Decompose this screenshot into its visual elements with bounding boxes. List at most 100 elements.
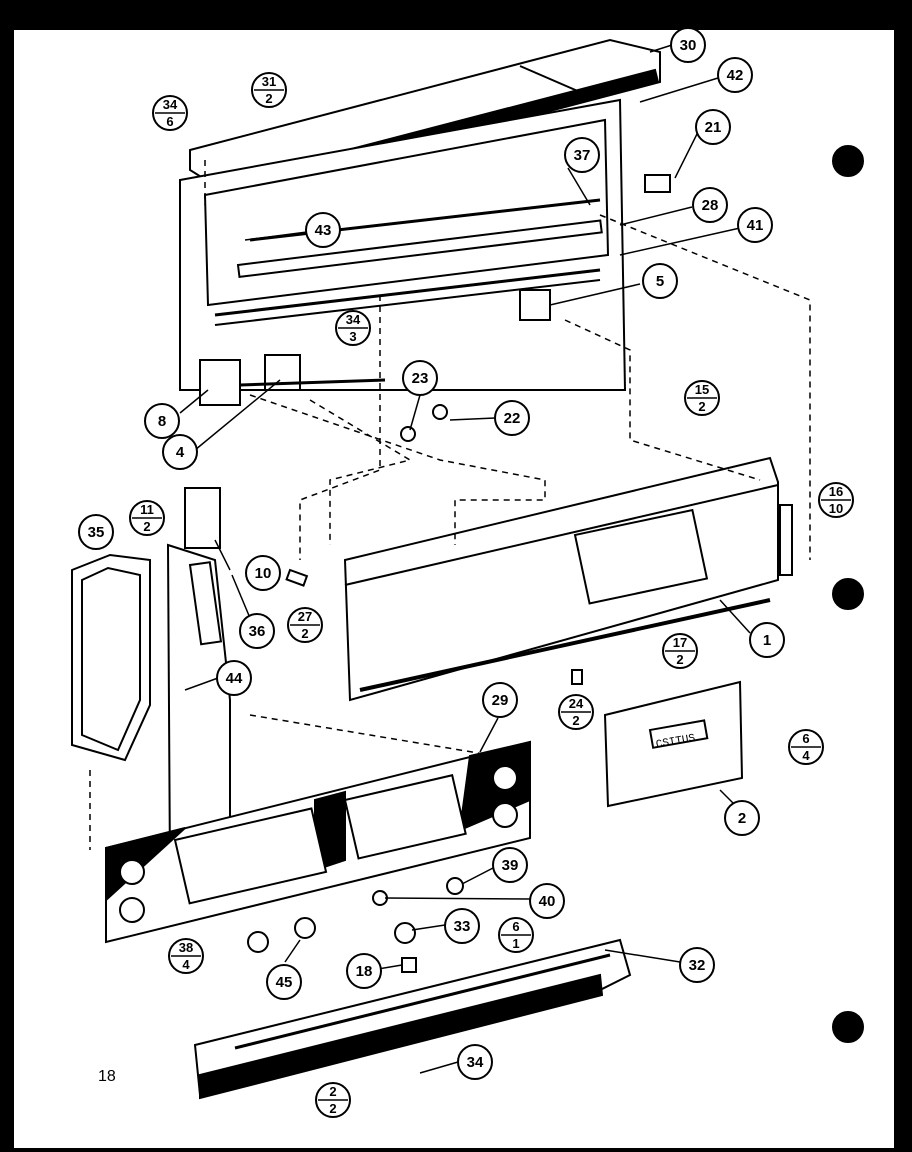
callout-18: 18: [346, 953, 382, 989]
svg-text:29: 29: [492, 692, 509, 709]
svg-text:32: 32: [689, 957, 706, 974]
svg-text:35: 35: [88, 524, 105, 541]
svg-text:5: 5: [656, 273, 664, 290]
svg-text:37: 37: [574, 147, 591, 164]
callout-29: 29: [482, 682, 518, 718]
front-decor-panel: [105, 740, 531, 944]
callout-17-2: 172: [662, 633, 698, 669]
callout-24-2: 242: [558, 694, 594, 730]
svg-text:8: 8: [158, 413, 166, 430]
knob-33: [394, 922, 416, 944]
callout-15-2: 152: [684, 380, 720, 416]
svg-text:2: 2: [572, 713, 579, 728]
callout-22: 22: [494, 400, 530, 436]
side-bracket: [166, 487, 231, 892]
svg-text:31: 31: [262, 74, 276, 89]
svg-text:27: 27: [298, 609, 312, 624]
svg-text:4: 4: [802, 748, 810, 763]
svg-text:2: 2: [698, 399, 705, 414]
callout-10: 10: [245, 555, 281, 591]
svg-text:21: 21: [705, 119, 722, 136]
svg-text:10: 10: [255, 565, 272, 582]
callout-35: 35: [78, 514, 114, 550]
svg-text:1: 1: [763, 632, 771, 649]
svg-text:41: 41: [747, 217, 764, 234]
callout-2-2: 22: [315, 1082, 351, 1118]
callout-41: 41: [737, 207, 773, 243]
callout-1: 1: [749, 622, 785, 658]
callout-33: 33: [444, 908, 480, 944]
svg-text:2: 2: [329, 1101, 336, 1116]
binder-hole-middle: [832, 578, 864, 610]
svg-text:44: 44: [226, 670, 243, 687]
svg-text:38: 38: [179, 940, 193, 955]
callout-28: 28: [692, 187, 728, 223]
svg-text:6: 6: [512, 919, 519, 934]
callout-43: 43: [305, 212, 341, 248]
svg-text:2: 2: [676, 652, 683, 667]
clock-module: [603, 680, 744, 808]
end-cap: [71, 553, 151, 762]
part-18: [401, 957, 417, 973]
callout-39: 39: [492, 847, 528, 883]
callout-6-1: 61: [498, 917, 534, 953]
svg-text:11: 11: [140, 502, 154, 517]
callout-21: 21: [695, 109, 731, 145]
callout-5: 5: [642, 263, 678, 299]
svg-text:30: 30: [680, 37, 697, 54]
part-22: [432, 404, 448, 420]
svg-text:16: 16: [829, 484, 843, 499]
svg-text:43: 43: [315, 222, 332, 239]
svg-text:17: 17: [673, 635, 687, 650]
svg-text:34: 34: [163, 97, 178, 112]
svg-text:22: 22: [504, 410, 521, 427]
callout-37: 37: [564, 137, 600, 173]
svg-text:2: 2: [738, 810, 746, 827]
knob-39: [446, 877, 464, 895]
callout-23: 23: [402, 360, 438, 396]
svg-text:6: 6: [802, 731, 809, 746]
knob-38: [247, 931, 269, 953]
svg-text:2: 2: [143, 519, 150, 534]
svg-text:28: 28: [702, 197, 719, 214]
svg-text:36: 36: [249, 623, 266, 640]
callout-31-2: 312: [251, 72, 287, 108]
part-23: [400, 426, 416, 442]
callout-34-6: 346: [152, 95, 188, 131]
control-housing: [343, 456, 793, 702]
svg-text:10: 10: [829, 501, 843, 516]
svg-text:23: 23: [412, 370, 429, 387]
svg-text:39: 39: [502, 857, 519, 874]
knob-45: [294, 917, 316, 939]
svg-text:33: 33: [454, 918, 471, 935]
bottom-trim-strip: [193, 938, 632, 1100]
callout-32: 32: [679, 947, 715, 983]
svg-text:42: 42: [727, 67, 744, 84]
part-24: [571, 669, 583, 685]
knob-40: [372, 890, 388, 906]
binder-hole-top: [832, 145, 864, 177]
svg-text:4: 4: [182, 957, 190, 972]
svg-text:40: 40: [539, 893, 556, 910]
callout-34: 34: [457, 1044, 493, 1080]
callout-6-4: 64: [788, 729, 824, 765]
svg-text:15: 15: [695, 382, 709, 397]
svg-text:4: 4: [176, 444, 185, 461]
svg-text:6: 6: [166, 114, 173, 129]
callout-44: 44: [216, 660, 252, 696]
callout-36: 36: [239, 613, 275, 649]
svg-text:34: 34: [467, 1054, 484, 1071]
callout-38-4: 384: [168, 938, 204, 974]
svg-text:24: 24: [569, 696, 584, 711]
svg-text:34: 34: [346, 312, 361, 327]
page-number: 18: [98, 1068, 116, 1085]
svg-text:2: 2: [265, 91, 272, 106]
upper-light-panel: [179, 98, 671, 406]
svg-text:18: 18: [356, 963, 373, 980]
callout-11-2: 112: [129, 500, 165, 536]
callout-2: 2: [724, 800, 760, 836]
svg-text:3: 3: [349, 329, 356, 344]
callout-42: 42: [717, 57, 753, 93]
